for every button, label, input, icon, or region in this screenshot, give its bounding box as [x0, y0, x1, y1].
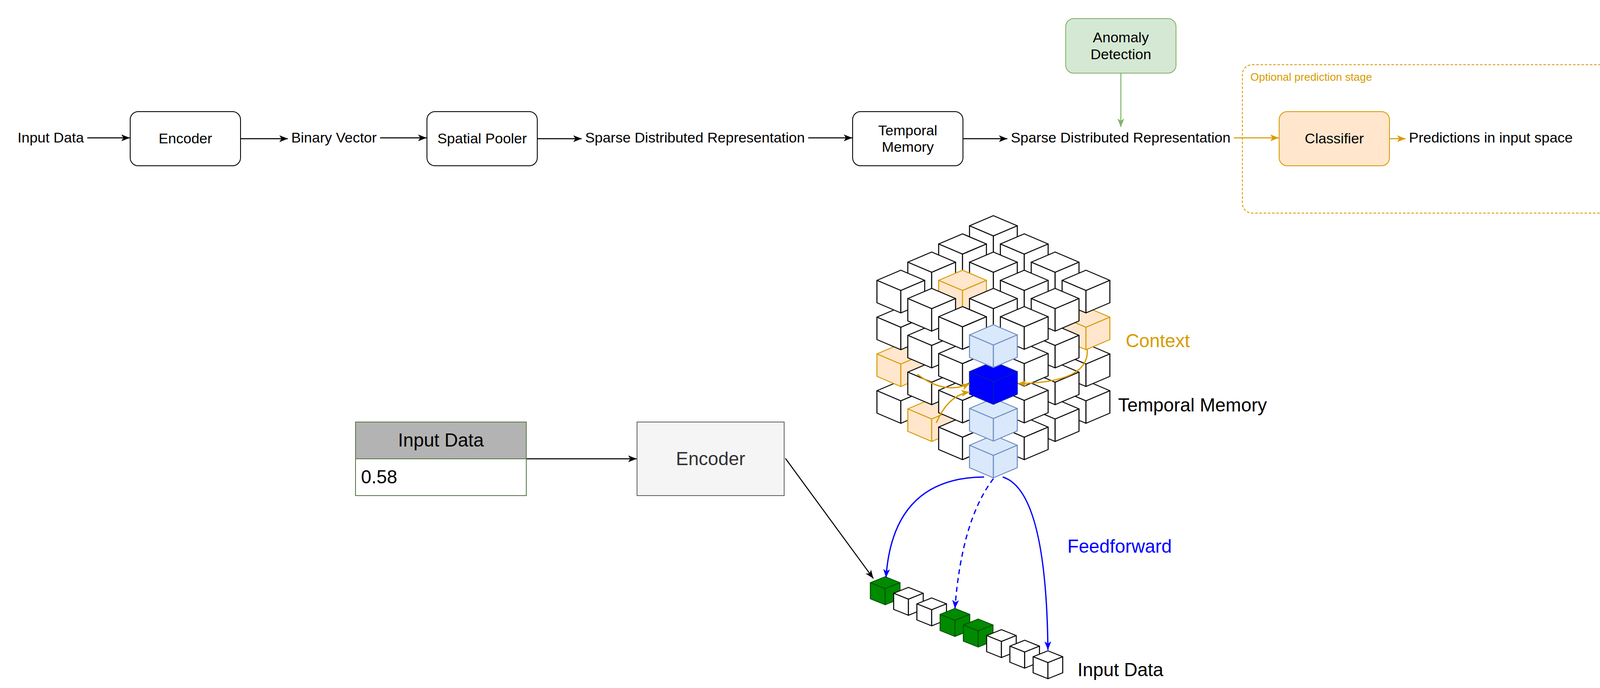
flow-arrow: [537, 138, 582, 140]
node-text: Sparse Distributed Representation: [585, 129, 805, 146]
context-arrow: [936, 391, 970, 423]
cube-face: [993, 445, 1018, 478]
node-text: Encoder: [158, 130, 213, 147]
flow-arrow: [963, 138, 1008, 140]
cube-face: [969, 445, 994, 478]
feedforward-arrow: [1002, 476, 1048, 650]
cube-face: [969, 334, 994, 368]
annotation-label: Temporal Memory: [1118, 394, 1267, 416]
temporal-memory-cube-stack: [877, 215, 1111, 478]
feedforward-arrows: [886, 476, 1048, 650]
annotation-label: Context: [1125, 330, 1190, 352]
cube-face: [877, 317, 902, 350]
cube-face: [877, 353, 902, 387]
cube-face: [1009, 645, 1025, 668]
cube-face: [870, 582, 886, 605]
cube-face: [938, 426, 963, 460]
cube-face: [1085, 390, 1111, 424]
group-heading: Optional prediction stage: [1250, 71, 1373, 84]
cube-face: [940, 614, 955, 637]
cube-face: [1055, 298, 1080, 331]
input-table: Input Data 0.58: [355, 421, 527, 496]
cube-face: [1055, 408, 1080, 442]
cube-face: [877, 390, 902, 424]
node-text: Encoder: [675, 448, 746, 470]
flow-arrow: [808, 137, 853, 139]
cube-face: [1085, 353, 1111, 387]
flow-arrow: [240, 138, 288, 140]
data-label: Sparse Distributed Representation: [1007, 126, 1234, 149]
node-text: Spatial Pooler: [437, 130, 528, 147]
cube-face: [908, 371, 933, 405]
encoder-output-arrow: [785, 458, 874, 579]
table-value: 0.58: [361, 466, 398, 488]
context-arrows: [917, 349, 1088, 423]
node-text: Sparse Distributed Representation: [1010, 129, 1231, 146]
cube-face: [908, 335, 933, 368]
cube-face: [963, 624, 979, 647]
cube-face: [938, 316, 963, 350]
cube-face: [1024, 426, 1049, 460]
cube-face: [938, 353, 963, 386]
node-text: Binary Vector: [291, 129, 377, 146]
cube-face: [986, 635, 1002, 658]
data-label: Binary Vector: [287, 126, 381, 149]
encoder-box: Encoder: [636, 421, 785, 496]
cube-face: [877, 280, 902, 313]
data-label: Input Data: [14, 126, 88, 149]
cube-face: [908, 408, 933, 442]
flow-arrow: [1389, 138, 1406, 140]
flow-arrow: [380, 137, 427, 139]
context-arrow: [917, 374, 970, 388]
cube-cell: [969, 324, 1018, 368]
optional-stage-group: Optional prediction stageClassifier Predi…: [1241, 64, 1600, 214]
node-text: Temporal Memory: [858, 122, 957, 156]
flow-arrow: [1233, 137, 1279, 139]
cube-face: [1055, 335, 1080, 368]
process-box: Temporal Memory: [852, 111, 964, 167]
flow-arrow: [526, 458, 637, 460]
cube-face: [1085, 280, 1111, 313]
classifier-box: Classifier: [1278, 111, 1390, 167]
node-text: Classifier: [1304, 130, 1365, 147]
cube-face: [969, 371, 994, 405]
flow-arrow: [1120, 73, 1122, 127]
cube-face: [993, 334, 1018, 368]
connector-layer: [87, 73, 1406, 459]
cube-face: [908, 298, 933, 331]
flow-arrow: [87, 137, 130, 139]
node-text: Predictions in input space: [1408, 129, 1573, 146]
binary-input-vector: [870, 576, 1063, 679]
cube-face: [1024, 390, 1049, 423]
cube-face: [1024, 316, 1049, 350]
node-text: Input Data: [17, 129, 85, 146]
data-label: Predictions in input space: [1405, 126, 1576, 149]
table-header: Input Data: [355, 422, 526, 460]
cube-face: [1047, 656, 1063, 679]
cube-face: [916, 603, 932, 626]
cube-face: [993, 371, 1018, 405]
cube-face: [1085, 317, 1111, 350]
node-text: Anomaly Detection: [1072, 29, 1170, 63]
annotation-label: Input Data: [1077, 659, 1164, 681]
table-cell: 0.58: [355, 459, 526, 495]
annotation-label: Feedforward: [1067, 535, 1172, 558]
cube-cell: [1033, 650, 1063, 679]
cube-face: [893, 593, 909, 616]
table-header-text: Input Data: [397, 429, 484, 452]
cube-face: [969, 408, 994, 441]
feedforward-arrow: [954, 478, 994, 609]
cube-face: [1033, 656, 1048, 679]
data-label: Sparse Distributed Representation: [581, 126, 809, 149]
process-box: Encoder: [129, 111, 241, 167]
context-arrow: [1017, 349, 1088, 384]
cube-face: [993, 408, 1018, 441]
anomaly-box: Anomaly Detection: [1065, 18, 1177, 74]
process-box: Spatial Pooler: [426, 111, 538, 167]
